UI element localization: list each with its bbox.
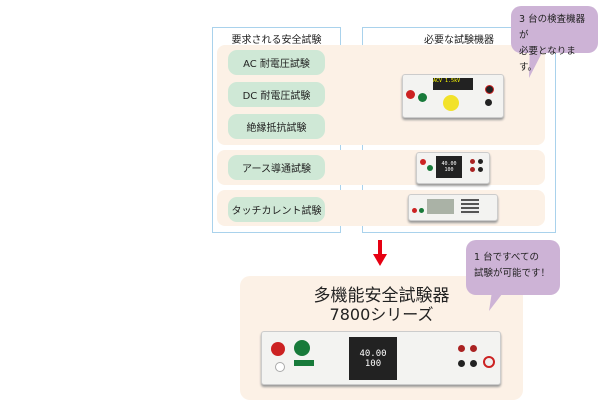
- callout-line2: 試験が可能です！: [474, 268, 551, 279]
- screen-value-1: 40.00: [359, 349, 387, 359]
- product-series: 7800シリーズ: [329, 305, 434, 324]
- down-arrow-icon: [373, 240, 387, 266]
- test-dc-withstand: DC 耐電圧試験: [228, 82, 325, 107]
- bubble-top-tail: [529, 45, 546, 78]
- product-title: 多機能安全試験器: [313, 286, 450, 306]
- callout-line1: 1 台ですべての: [474, 252, 540, 263]
- test-touch-current: タッチカレント試験: [228, 197, 325, 222]
- callout-three-devices: 3 台の検査機器が 必要となります。: [511, 6, 598, 73]
- test-insulation: 絶縁抵抗試験: [228, 114, 325, 139]
- left-column-title: 要求される安全試験: [231, 35, 322, 46]
- touch-current-tester-image: [408, 194, 498, 221]
- callout-line2: 必要となります。: [519, 46, 576, 73]
- callout-line1: 3 台の検査機器が: [519, 14, 586, 41]
- model-7800-image: 40.00 100: [261, 331, 501, 385]
- test-ac-withstand: AC 耐電圧試験: [228, 50, 325, 75]
- screen-value-2: 100: [364, 359, 382, 369]
- withstand-tester-image: ACV 1.5kV: [402, 74, 504, 118]
- test-ground-bond: アース導通試験: [228, 155, 325, 180]
- callout-one-device: 1 台ですべての 試験が可能です！: [466, 240, 560, 295]
- right-column-title: 必要な試験機器: [424, 35, 494, 46]
